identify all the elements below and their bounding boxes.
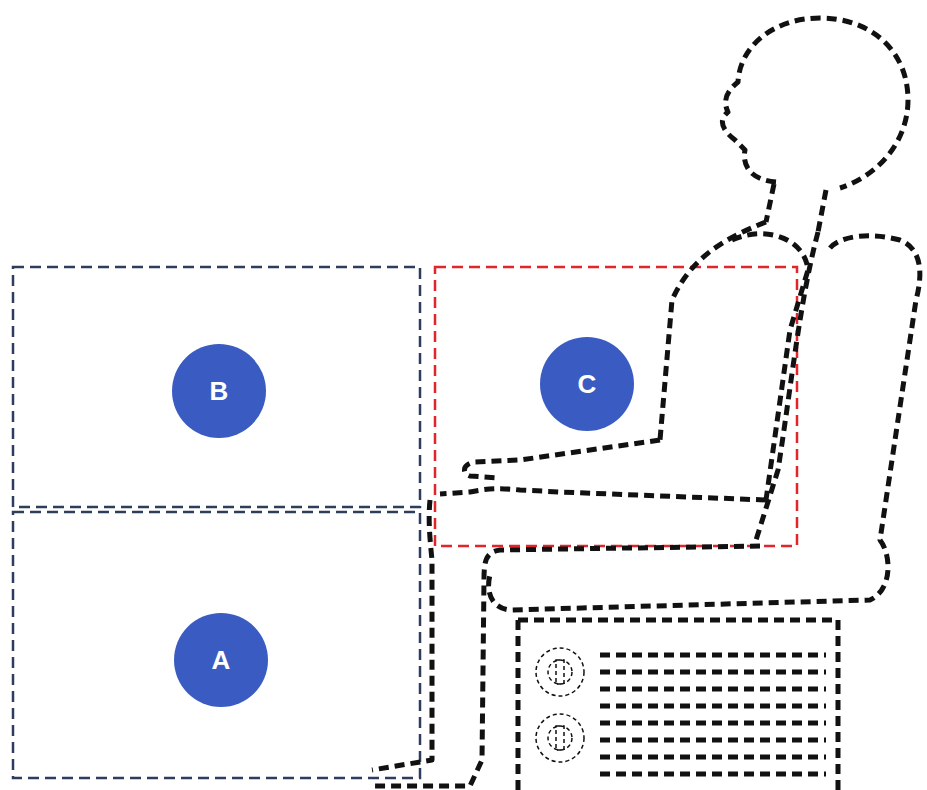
upper-arm-back <box>732 234 808 500</box>
knob-inner <box>548 660 572 684</box>
vent-bar <box>600 670 826 675</box>
chair-base-knobs <box>536 648 584 762</box>
knob-slot <box>556 726 564 750</box>
knob-inner <box>548 726 572 750</box>
thigh-and-shin-back <box>370 546 760 786</box>
vent-bar <box>600 687 826 692</box>
zone-letter: B <box>210 378 229 404</box>
knob <box>536 714 584 762</box>
vent-bar <box>600 704 826 709</box>
knob <box>536 648 584 696</box>
zone-a-outline <box>13 512 420 778</box>
zone-letter: C <box>578 371 597 397</box>
person-silhouette <box>370 18 920 790</box>
back <box>756 232 818 540</box>
zone-marker: A <box>174 613 268 707</box>
chair-back-and-seat <box>489 236 920 610</box>
vent-bar <box>600 772 826 777</box>
vent-bar <box>600 738 826 743</box>
head <box>722 18 908 188</box>
zone-outlines <box>13 267 797 778</box>
forearm-bottom <box>440 489 766 500</box>
knob-slot <box>556 660 564 684</box>
vent-bar <box>600 721 826 726</box>
vent-bar <box>600 653 826 658</box>
zone-marker: C <box>540 337 634 431</box>
zone-letter: A <box>212 647 231 673</box>
zone-c-outline <box>435 267 797 546</box>
upper-arm-front <box>660 222 766 440</box>
zone-b-outline <box>13 267 420 507</box>
vent-bar <box>600 755 826 760</box>
forearm-top <box>465 440 660 478</box>
neck-front <box>766 184 774 222</box>
chair-base-vents <box>600 655 826 774</box>
chair-base <box>518 620 838 790</box>
zone-marker: B <box>172 344 266 438</box>
shin-front <box>372 500 432 770</box>
neck-back <box>818 190 826 232</box>
